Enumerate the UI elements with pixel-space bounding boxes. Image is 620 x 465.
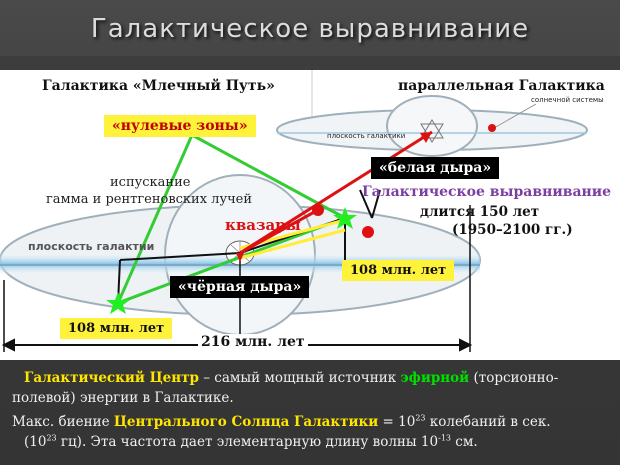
footer-line-2: полевой) энергии в Галактике.: [12, 390, 234, 406]
solar-system-label: солнечной системы: [531, 96, 604, 104]
footer-text: Галактический Центр – самый мощный источ…: [0, 362, 620, 465]
title-divider: [0, 56, 620, 71]
emission-label-2: гамма и рентгеновских лучей: [46, 192, 253, 207]
footer-line-3: Макс. биение Центрального Солнца Галакти…: [12, 413, 551, 432]
footer-line-3-exp: 23: [415, 413, 426, 423]
quasar-dot-left: [312, 204, 324, 216]
galactic-center-term: Галактический Центр: [24, 370, 199, 386]
central-sun-term: Центрального Солнца Галактики: [113, 414, 379, 430]
black-hole-label: «чёрная дыра»: [170, 276, 310, 298]
footer-line-4-exp2: -13: [438, 433, 452, 443]
white-hole-label: «белая дыра»: [371, 157, 500, 179]
footer-line-3-start: Макс. биение: [12, 414, 114, 430]
star-left: [106, 292, 130, 314]
footer-line-4-end: см.: [451, 434, 478, 450]
plane-large-label: плоскость галактии: [28, 240, 155, 253]
quasar-dot-right: [362, 226, 374, 238]
span-216-label: 216 млн. лет: [198, 334, 308, 350]
footer-line-3-eq: = 10: [378, 414, 416, 430]
alignment-label: Галактическое выравнивание: [362, 184, 612, 200]
ether-term: эфирной: [400, 370, 470, 386]
star-right: [333, 207, 357, 229]
footer-line-4-start: (10: [24, 434, 47, 450]
lasts-label: длится 150 лет: [420, 204, 540, 220]
footer-line-1-end: (торсионно-: [469, 370, 559, 386]
plane-small-label: плоскость галактики: [327, 132, 406, 140]
parallel-galaxy-label: параллельная Галактика: [398, 78, 605, 94]
galactic-diagram: Галактика «Млечный Путь» параллельная Га…: [0, 70, 620, 360]
red-arrowhead: [420, 132, 432, 143]
footer-line-4-exp1: 23: [46, 433, 57, 443]
years-label: (1950–2100 гг.): [452, 222, 573, 238]
red-lines: [239, 130, 433, 255]
milky-way-label: Галактика «Млечный Путь»: [42, 78, 275, 94]
footer-line-1-text: – самый мощный источник: [198, 370, 401, 386]
span-108-right-label: 108 млн. лет: [342, 260, 455, 281]
red-arrowhead-center: [236, 253, 244, 262]
zero-zones-label: «нулевые зоны»: [104, 115, 256, 137]
footer-line-4: (1023 гц). Эта частота дает элементарную…: [24, 433, 478, 452]
quasars-label: квазары: [225, 216, 301, 234]
slide-title: Галактическое выравнивание: [90, 14, 530, 44]
footer-line-3-end: колебаний в сек.: [425, 414, 551, 430]
span-108-left-label: 108 млн. лет: [60, 318, 173, 339]
footer-line-1: Галактический Центр – самый мощный источ…: [24, 369, 558, 388]
footer-line-4-mid: гц). Эта частота дает элементарную длину…: [56, 434, 439, 450]
emission-label-1: испускание: [110, 175, 191, 190]
